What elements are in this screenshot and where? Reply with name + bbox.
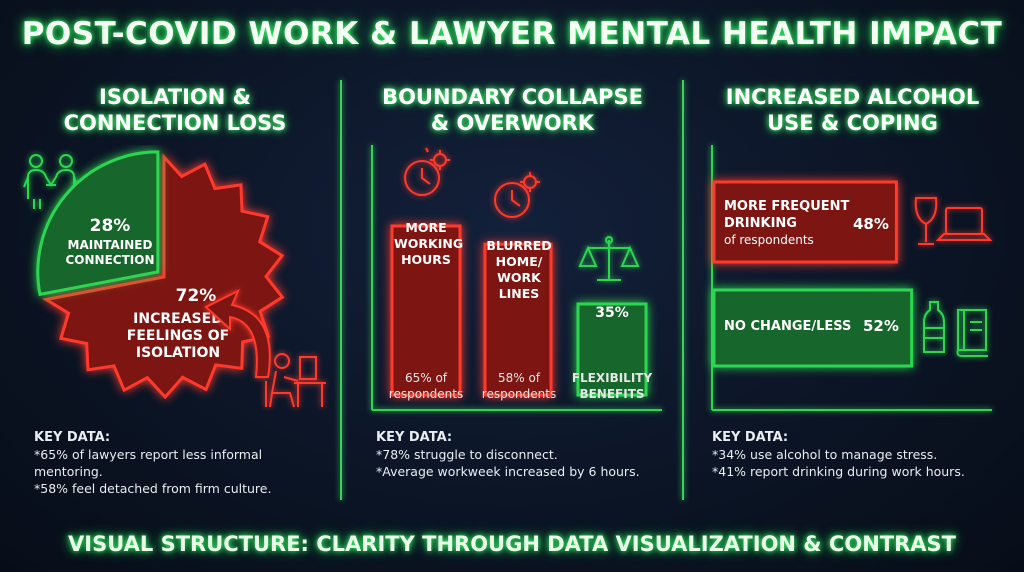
key-data-item: *34% use alcohol to manage stress. bbox=[712, 447, 938, 462]
bar-sub-line: respondents bbox=[388, 387, 464, 401]
hbar-value-more-frequent: 48% bbox=[853, 215, 889, 233]
book-icon bbox=[956, 309, 988, 357]
bar-sub-flexibility: FLEXIBILITY BENEFITS bbox=[568, 370, 656, 402]
bar-label-line: LINES bbox=[498, 286, 540, 301]
bar-label-line: WORK bbox=[497, 270, 541, 285]
bar-label-line: WORKING bbox=[394, 236, 464, 251]
pie-label-isolation: FEELINGS OF bbox=[127, 328, 229, 344]
hbar-label-no-change: NO CHANGE/LESS bbox=[724, 319, 852, 334]
hbar-label-more-frequent: MORE FREQUENT DRINKING of respondents bbox=[724, 198, 854, 249]
bar-value-flexibility: 35% bbox=[595, 305, 629, 321]
boundary-key-data: KEY DATA: *78% struggle to disconnect. *… bbox=[376, 429, 676, 480]
boundary-bar-chart bbox=[371, 145, 662, 411]
hbar-sub: of respondents bbox=[724, 233, 814, 247]
key-data-item: *58% feel detached from firm culture. bbox=[34, 481, 272, 496]
isolation-title-line-2: CONNECTION LOSS bbox=[63, 111, 287, 135]
alcohol-bar-chart bbox=[711, 145, 993, 411]
bar-sub-line: FLEXIBILITY bbox=[571, 371, 653, 385]
pie-label-connection: MAINTAINED bbox=[68, 238, 153, 252]
bar-flexibility-benefits bbox=[576, 302, 648, 397]
clock-gear-icon bbox=[494, 172, 540, 218]
wine-glass-icon bbox=[914, 197, 938, 245]
pie-value-connection: 28% bbox=[90, 216, 131, 236]
alcohol-key-data: KEY DATA: *34% use alcohol to manage str… bbox=[712, 429, 1012, 480]
bar-label-line: HOME/ bbox=[495, 254, 543, 269]
arrow-icon bbox=[204, 288, 271, 378]
hbar-label-line: DRINKING bbox=[724, 216, 797, 231]
key-data-title: KEY DATA: bbox=[34, 430, 111, 445]
bar-label-line: BLURRED bbox=[486, 238, 552, 253]
bar-sub-line: respondents bbox=[481, 387, 557, 401]
bar-sub-line: 65% of bbox=[404, 371, 448, 385]
pie-slice-isolation bbox=[41, 153, 285, 400]
isolation-section-title: ISOLATION & CONNECTION LOSS bbox=[20, 84, 330, 136]
bar-blurred-home-work-lines bbox=[483, 242, 553, 397]
hbar-more-frequent-drinking bbox=[712, 180, 898, 264]
pie-label-isolation: ISOLATION bbox=[136, 345, 220, 361]
pie-slice-connection bbox=[36, 150, 160, 297]
bar-more-working-hours bbox=[390, 224, 462, 397]
hbar-no-change-less bbox=[712, 288, 914, 368]
isolation-title-line-1: ISOLATION & bbox=[99, 85, 251, 109]
bar-label-blurred-lines: BLURRED HOME/ WORK LINES bbox=[486, 238, 552, 302]
pie-label-isolation: INCREASED bbox=[133, 311, 223, 327]
hbar-label-line: MORE FREQUENT bbox=[724, 199, 850, 214]
boundary-title-line-2: & OVERWORK bbox=[430, 111, 595, 135]
key-data-item: *78% struggle to disconnect. bbox=[376, 447, 558, 462]
bar-sub-line: 58% of bbox=[497, 371, 541, 385]
bar-label-more-working-hours: MORE WORKING HOURS bbox=[394, 220, 464, 268]
alcohol-title-line-1: INCREASED ALCOHOL bbox=[725, 85, 980, 109]
desk-worker-icon bbox=[265, 353, 326, 408]
section-divider bbox=[340, 80, 342, 500]
section-divider bbox=[682, 80, 684, 500]
key-data-item: *65% of lawyers report less informal men… bbox=[34, 447, 263, 479]
footer-caption: VISUAL STRUCTURE: CLARITY THROUGH DATA V… bbox=[68, 532, 956, 556]
bar-sub-blurred-lines: 58% of respondents bbox=[477, 370, 561, 402]
pie-label-connection: CONNECTION bbox=[66, 253, 155, 267]
scales-icon bbox=[578, 236, 640, 281]
key-data-title: KEY DATA: bbox=[376, 430, 453, 445]
laptop-icon bbox=[935, 207, 993, 241]
key-data-title: KEY DATA: bbox=[712, 430, 789, 445]
boundary-title-line-1: BOUNDARY COLLAPSE bbox=[382, 85, 643, 109]
isolation-key-data: KEY DATA: *65% of lawyers report less in… bbox=[34, 429, 334, 497]
boundary-section-title: BOUNDARY COLLAPSE & OVERWORK bbox=[355, 84, 670, 136]
water-bottle-icon bbox=[923, 301, 945, 353]
hbar-value-no-change: 52% bbox=[863, 317, 899, 335]
page-title: POST-COVID WORK & LAWYER MENTAL HEALTH I… bbox=[21, 16, 1003, 52]
alcohol-section-title: INCREASED ALCOHOL USE & COPING bbox=[695, 84, 1010, 136]
bar-sub-line: BENEFITS bbox=[579, 387, 645, 401]
key-data-item: *41% report drinking during work hours. bbox=[712, 464, 965, 479]
pie-value-isolation: 72% bbox=[176, 286, 217, 306]
key-data-item: *Average workweek increased by 6 hours. bbox=[376, 464, 640, 479]
alcohol-title-line-2: USE & COPING bbox=[767, 111, 938, 135]
bar-label-line: MORE bbox=[405, 220, 447, 235]
bar-label-line: HOURS bbox=[401, 252, 451, 267]
bar-sub-more-working-hours: 65% of respondents bbox=[384, 370, 468, 402]
clock-gear-icon bbox=[404, 147, 450, 196]
